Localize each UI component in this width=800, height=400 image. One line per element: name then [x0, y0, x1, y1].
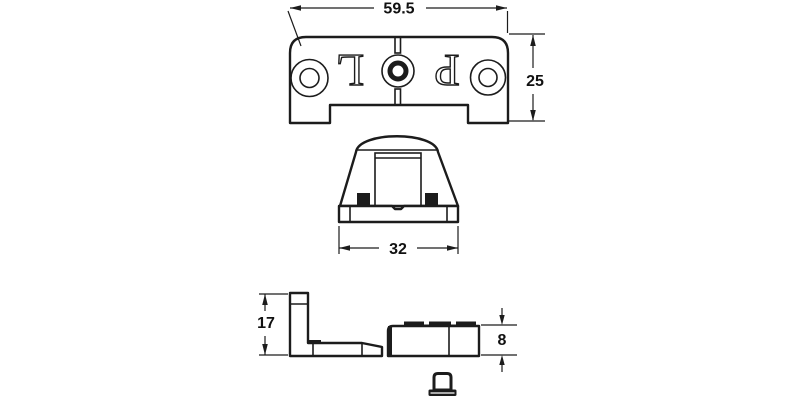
- letter-l-marking: L: [336, 45, 364, 96]
- plate-bottom-slot: [394, 88, 402, 106]
- dim-plate-height: 25: [509, 33, 545, 122]
- dim-cover-height: 8: [481, 308, 517, 372]
- cover-side-view: [386, 321, 481, 358]
- clip-pad-right: [425, 193, 438, 206]
- arrowhead-up: [499, 355, 505, 365]
- clip-inner-insert: [374, 152, 422, 207]
- clip-body-outline: [338, 135, 460, 208]
- bracket-corner-pad: [307, 340, 321, 344]
- cover-gasket-notch: [424, 321, 429, 325]
- cover-top-gasket: [404, 321, 476, 327]
- plate-top-view: L P: [288, 35, 510, 125]
- arrowhead-down: [262, 344, 268, 355]
- screw-hole-right: [478, 67, 498, 88]
- arrowhead-up: [530, 35, 536, 46]
- bracket-side-view: [288, 291, 384, 358]
- plug-side-view: [428, 372, 457, 396]
- clip-pad-left: [357, 193, 370, 206]
- clip-front-view: [337, 135, 460, 224]
- dim-label-cover-height: 8: [498, 332, 507, 349]
- bracket-outline: [288, 291, 384, 358]
- arrowhead-left: [290, 5, 301, 11]
- dim-clip-width: 32: [338, 226, 459, 258]
- dim-plate-width: 59.5: [287, 1, 509, 47]
- letter-p-marking: P: [434, 45, 460, 96]
- arrowhead-right: [496, 5, 507, 11]
- dim-label-plate-width: 59.5: [383, 1, 414, 18]
- screw-hole-left: [299, 67, 320, 89]
- cover-body: [386, 324, 481, 358]
- screw-hole-left-boss: [290, 58, 329, 98]
- arrowhead-down: [499, 315, 505, 325]
- screw-hole-right-boss: [469, 59, 507, 96]
- dim-label-clip-width: 32: [389, 241, 407, 258]
- arrowhead-right: [447, 245, 458, 251]
- cover-gasket-notch: [451, 321, 456, 325]
- plate-top-slot: [394, 36, 402, 54]
- plug-stem: [432, 372, 453, 392]
- extension-line: [287, 10, 302, 47]
- dim-label-bracket-height: 17: [257, 315, 275, 332]
- center-boss: [381, 54, 415, 88]
- dim-bracket-height: 17: [257, 293, 288, 356]
- arrowhead-down: [530, 110, 536, 121]
- cover-left-edge: [388, 326, 392, 356]
- arrowhead-up: [262, 294, 268, 305]
- dim-label-plate-height: 25: [526, 73, 544, 90]
- center-hole: [387, 60, 409, 82]
- arrowhead-left: [339, 245, 350, 251]
- clip-base-plate: [337, 204, 460, 224]
